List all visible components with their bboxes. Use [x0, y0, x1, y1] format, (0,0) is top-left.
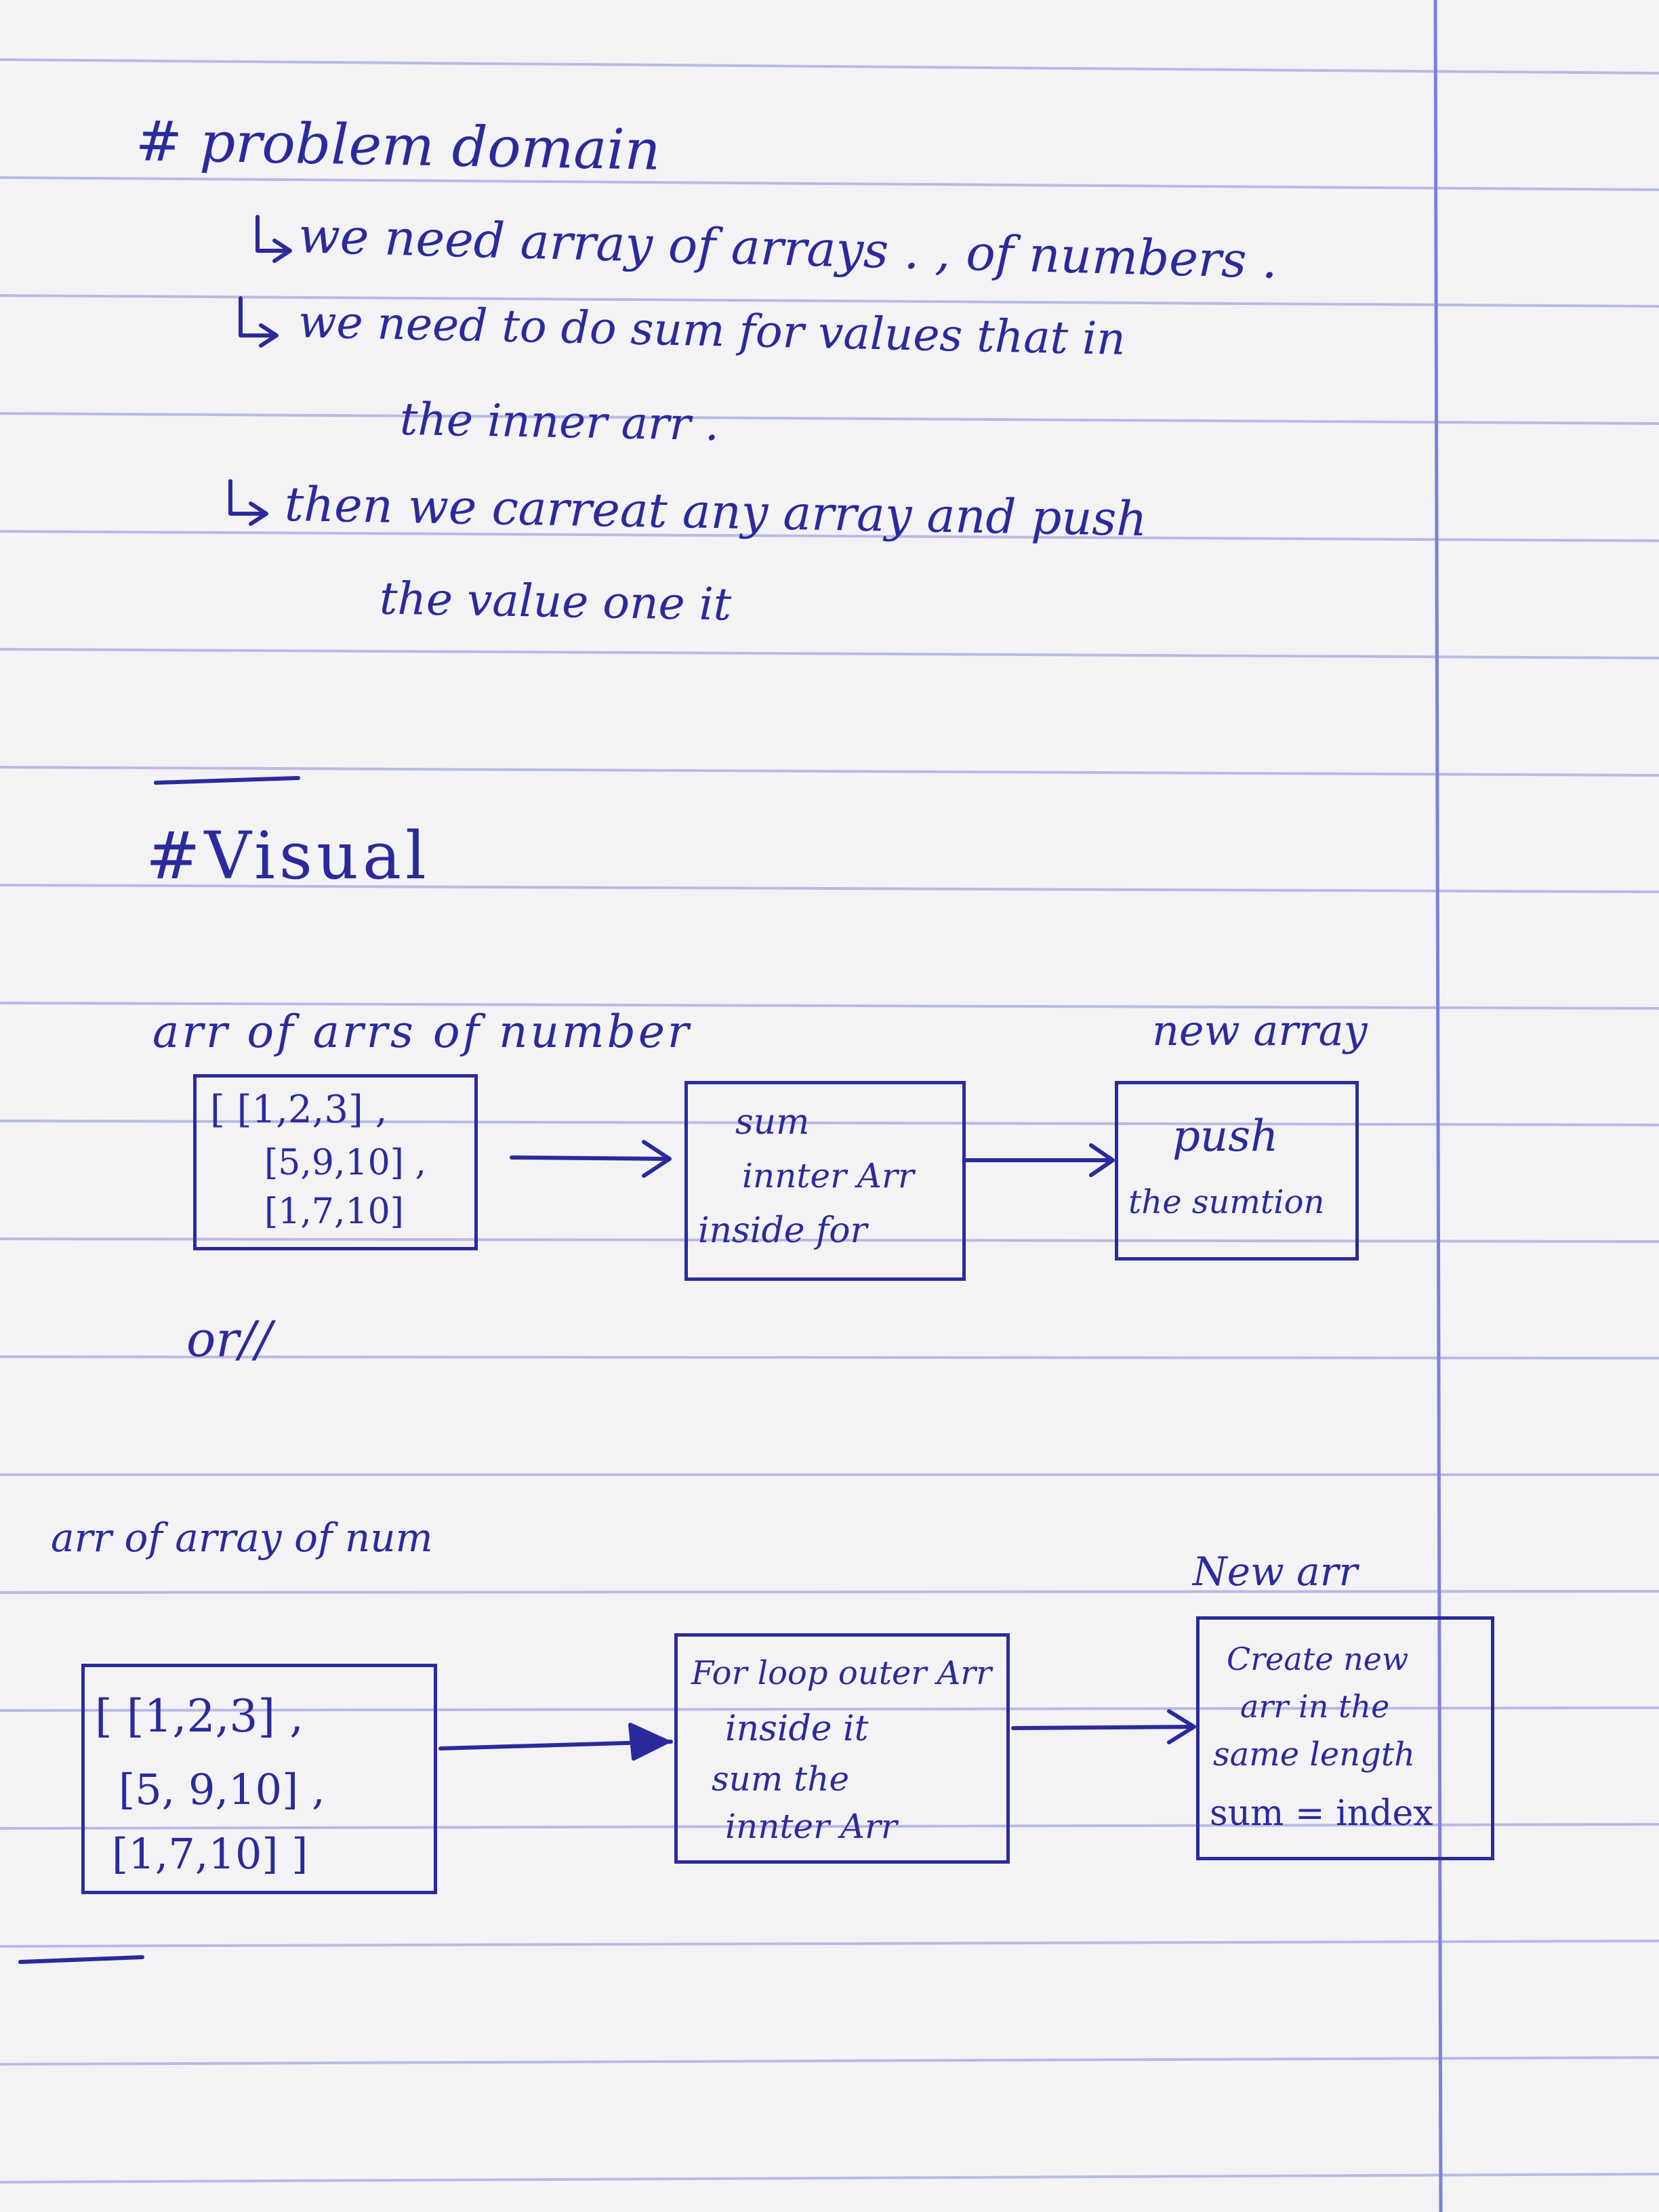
diagram-2-input-box: [ [1,2,3] , [5, 9,10] , [1,7,10] ]: [81, 1664, 437, 1894]
bullet-3-line-2: the value one it: [379, 572, 732, 631]
diagram-1-output-row-2: the sumtion: [1128, 1183, 1325, 1221]
diagram-1-process-box: sum innter Arr inside for: [684, 1081, 966, 1281]
bullet-2-line-2: the inner arr .: [399, 392, 720, 451]
diagram-2-output-label: New arr: [1193, 1549, 1358, 1595]
bullet-3-line-1: then we carreat any array and push: [284, 476, 1148, 548]
diagram-2-output-row-2: arr in the: [1240, 1688, 1390, 1725]
diagram-1-process-row-2: innter Arr: [742, 1156, 914, 1195]
diagram-1-input-label: arr of arrs of number: [152, 1006, 692, 1058]
diagram-1-process-row-1: sum: [735, 1102, 810, 1143]
diagram-2-process-row-4: innter Arr: [725, 1807, 897, 1846]
diagram-2-output-row-3: same length: [1213, 1736, 1416, 1774]
diagram-1-output-box: push the sumtion: [1115, 1081, 1359, 1261]
diagram-1-output-label: new array: [1152, 1006, 1368, 1055]
diagram-2-input-row-1: [ [1,2,3] ,: [95, 1690, 304, 1742]
diagram-2-output-box: Create new arr in the same length sum = …: [1196, 1616, 1494, 1860]
diagram-1-input-row-3: [1,7,10]: [264, 1191, 404, 1232]
heading-problem-domain: # problem domain: [135, 109, 661, 183]
diagram-1-process-row-3: inside for: [698, 1210, 867, 1251]
diagram-1-output-row-1: push: [1172, 1111, 1279, 1162]
diagram-1-input-row-1: [ [1,2,3] ,: [210, 1088, 388, 1132]
diagram-2-process-row-2: inside it: [725, 1708, 869, 1749]
diagram-2-output-row-4: sum = index: [1210, 1793, 1433, 1834]
diagram-1-input-box: [ [1,2,3] , [5,9,10] , [1,7,10]: [193, 1074, 478, 1250]
diagram-2-input-row-2: [5, 9,10] ,: [119, 1765, 325, 1814]
diagram-1-input-row-2: [5,9,10] ,: [264, 1143, 427, 1183]
diagram-2-input-row-3: [1,7,10] ]: [112, 1829, 308, 1879]
diagram-2-process-row-3: sum the: [712, 1759, 850, 1799]
diagram-2-process-box: For loop outer Arr inside it sum the inn…: [674, 1633, 1010, 1864]
heading-visual: #Visual: [146, 818, 430, 894]
separator-or: or//: [186, 1311, 272, 1368]
diagram-2-process-row-1: For loop outer Arr: [691, 1654, 992, 1692]
diagram-2-output-row-1: Create new: [1227, 1641, 1409, 1677]
diagram-2-input-label: arr of array of num: [51, 1515, 433, 1561]
